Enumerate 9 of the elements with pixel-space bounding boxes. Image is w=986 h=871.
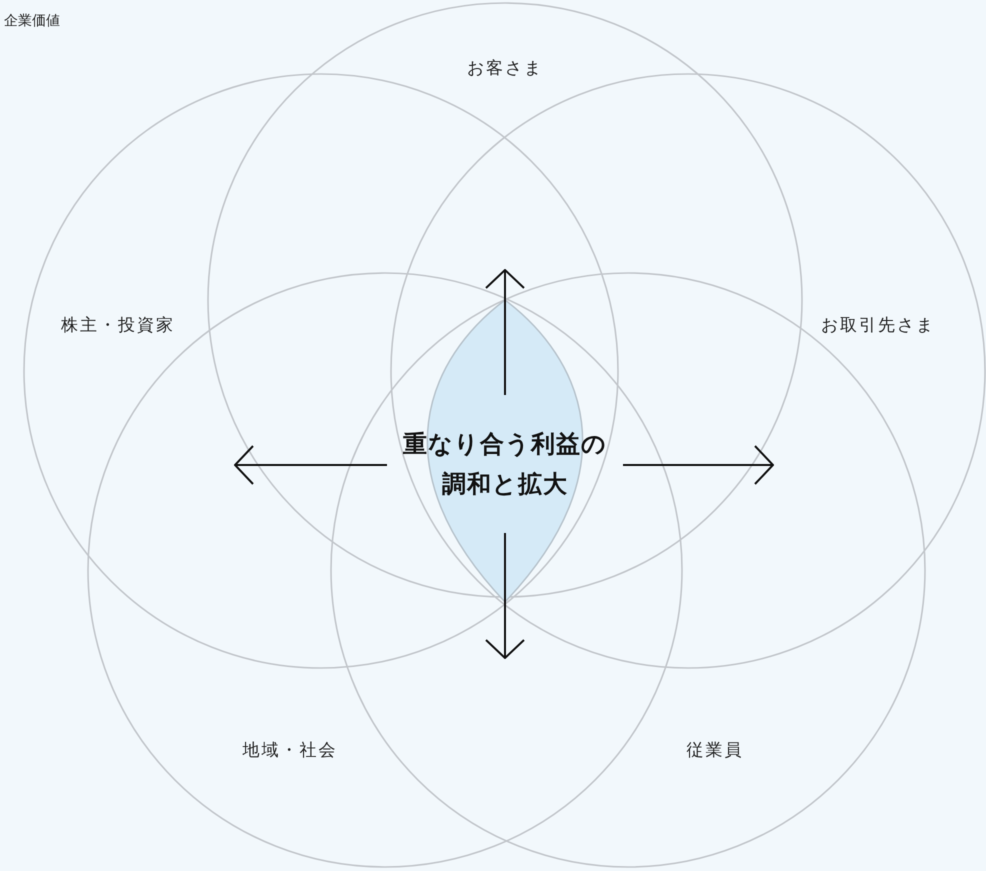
arrow bbox=[623, 445, 774, 485]
group-label: お取引先さま bbox=[821, 314, 935, 336]
group-label: 従業員 bbox=[686, 740, 744, 762]
group-label: 株主・投資家 bbox=[61, 314, 175, 336]
arrow bbox=[234, 445, 387, 485]
group-label: 地域・社会 bbox=[242, 740, 338, 762]
group-label: お客さま bbox=[467, 58, 543, 80]
center-label: 重なり合う利益の調和と拡大 bbox=[402, 429, 608, 500]
title: 企業価値 bbox=[4, 12, 60, 30]
